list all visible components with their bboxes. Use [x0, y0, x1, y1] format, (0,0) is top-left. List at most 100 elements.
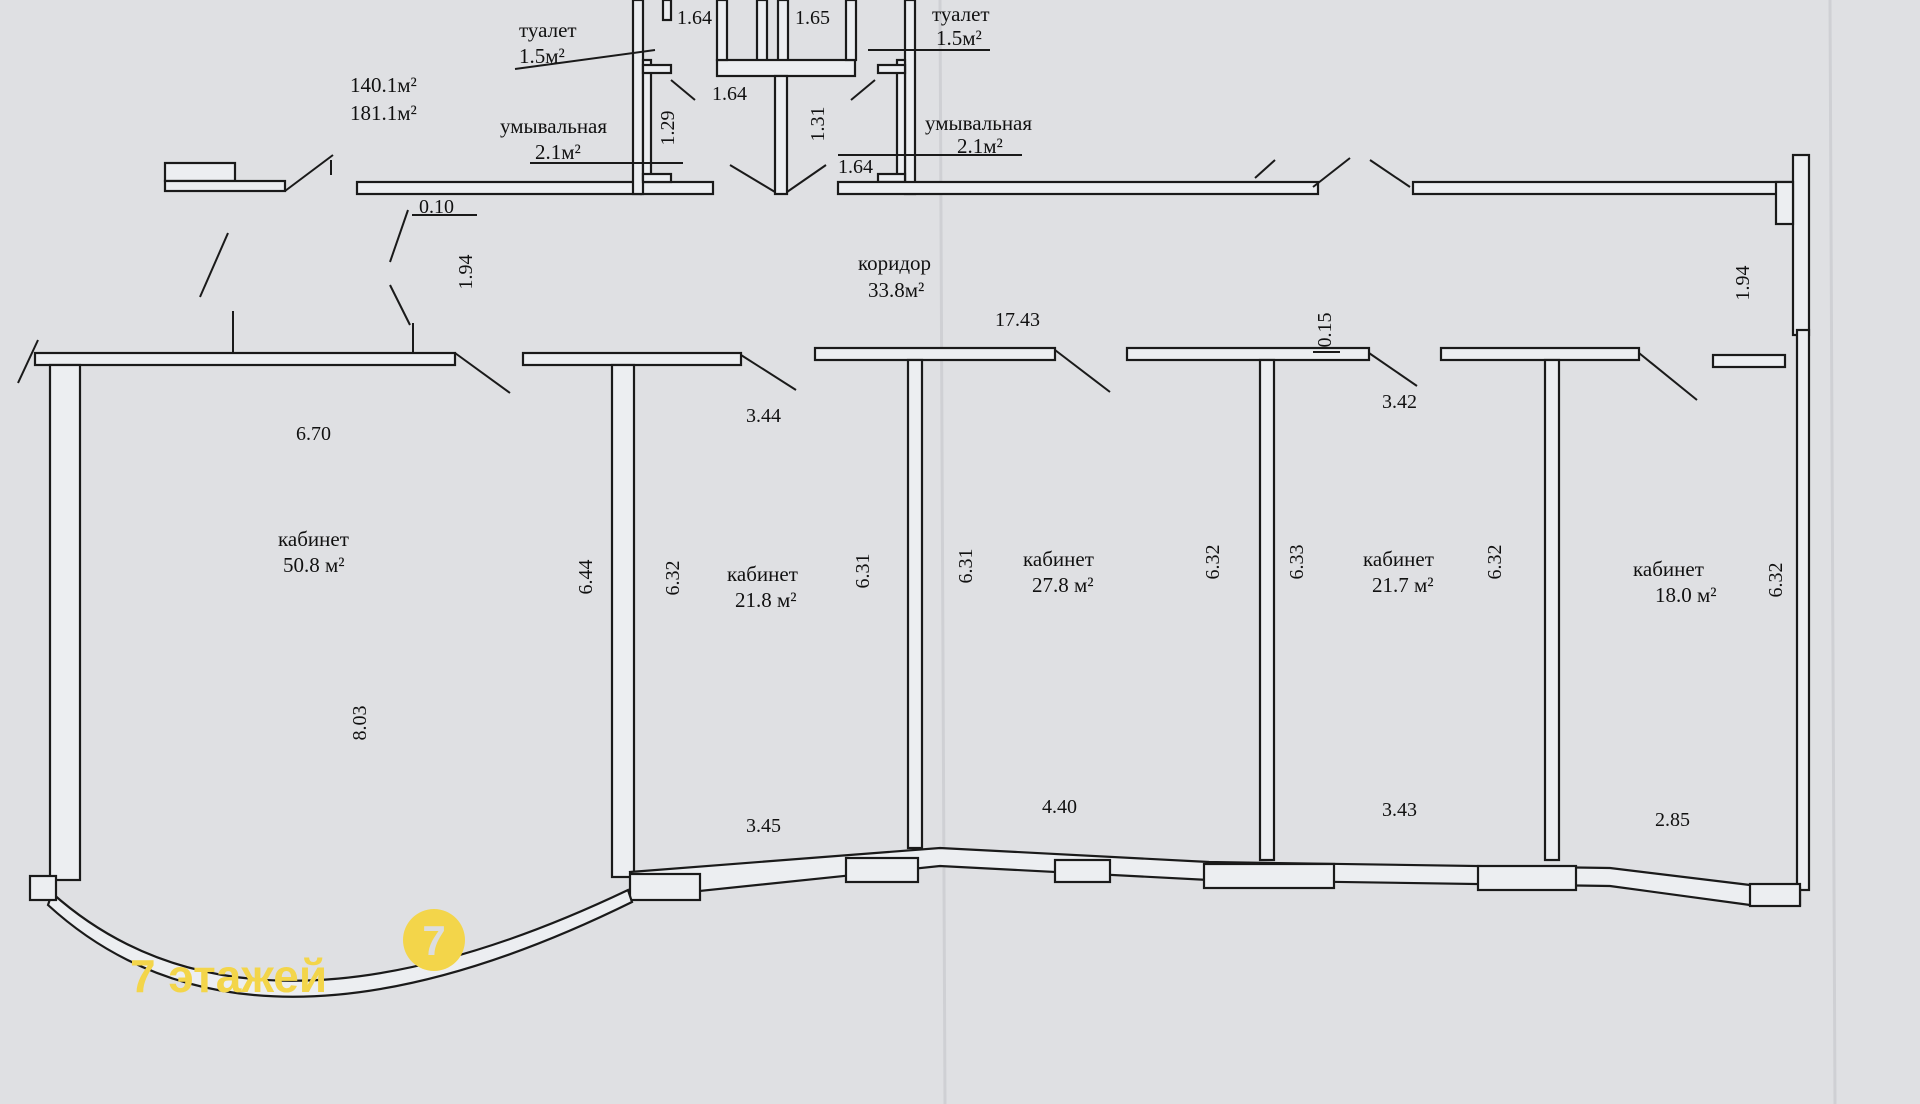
window-pane [1053, 858, 1112, 884]
window-pane [1748, 882, 1802, 908]
door-swing [670, 79, 696, 101]
dim-office-3-bottom: 4.40 [1042, 796, 1077, 818]
wall-segment [163, 179, 287, 193]
door-swing [1369, 159, 1411, 188]
dim-office-5-right: 6.32 [1765, 563, 1787, 598]
wall-segment [776, 0, 790, 64]
wall-segment [610, 363, 636, 879]
window-pane [28, 874, 58, 902]
wall-segment [836, 180, 1320, 196]
wall-segment [355, 180, 643, 196]
door-swing [389, 284, 411, 326]
office-3-area: 27.8 м² [1032, 573, 1094, 597]
door-swing [729, 164, 776, 193]
wall-segment [755, 0, 769, 64]
office-5-name: кабинет [1633, 557, 1704, 581]
washroom-left-name: умывальная [500, 114, 607, 138]
dim-office-1-height: 8.03 [349, 706, 371, 741]
dim-corridor-width-left: 1.94 [455, 255, 477, 290]
office-4-name: кабинет [1363, 547, 1434, 571]
door-swing [1312, 157, 1351, 188]
wall-segment [844, 0, 858, 62]
wall-segment [813, 346, 1057, 362]
wall-segment [1439, 346, 1641, 362]
window-pane [1476, 864, 1578, 892]
window-pane [628, 872, 702, 902]
dim-washroom-left-depth: 1.29 [657, 111, 679, 146]
dim-office-2-top: 3.44 [746, 405, 781, 427]
wall-segment [1795, 328, 1811, 892]
wall-segment [641, 172, 673, 184]
door-swing [740, 354, 797, 391]
wall-segment [1125, 346, 1371, 362]
office-1-area: 50.8 м² [283, 553, 345, 577]
watermark: 7 этажей 7 [130, 909, 465, 1002]
dim-office-5-bottom: 2.85 [1655, 809, 1690, 831]
dim-washroom-right-depth: 1.31 [807, 107, 829, 142]
walls [28, 0, 1811, 998]
wall-segment [661, 0, 673, 22]
dim-washroom-right-width: 1.64 [838, 156, 873, 178]
wall-segment [876, 63, 907, 75]
dim-office-2-left: 6.32 [662, 561, 684, 596]
washroom-right-name: умывальная [925, 111, 1032, 135]
window-pane [844, 856, 920, 884]
wall-segment [876, 172, 907, 184]
watermark-logo-icon [403, 909, 465, 971]
dim-office-4-bottom: 3.43 [1382, 799, 1417, 821]
window-pane [1202, 862, 1336, 890]
toilet-left-area: 1.5м² [519, 44, 565, 68]
office-1-name: кабинет [278, 527, 349, 551]
dim-toilet-left-width: 1.64 [677, 7, 712, 29]
door-swing [17, 339, 39, 384]
office-2-name: кабинет [727, 562, 798, 586]
door-swing [850, 79, 876, 101]
dim-office-3-left: 6.31 [955, 549, 977, 584]
door-swings [17, 49, 1698, 401]
wall-segment [903, 0, 917, 196]
toilet-right-area: 1.5м² [936, 26, 982, 50]
office-5-area: 18.0 м² [1655, 583, 1717, 607]
dim-passage-width: 1.64 [712, 83, 747, 105]
wall-segment [773, 74, 789, 196]
wall-segment [1258, 358, 1276, 862]
dim-toilet-right-width: 1.65 [795, 7, 830, 29]
office-2-area: 21.8 м² [735, 588, 797, 612]
door-swing [1254, 159, 1276, 179]
door-swing [389, 209, 409, 263]
dim-office-2-bottom: 3.45 [746, 815, 781, 837]
door-swing [199, 232, 229, 298]
dim-corridor-length: 17.43 [995, 309, 1040, 331]
toilet-left-name: туалет [519, 18, 577, 42]
door-swing [1368, 352, 1418, 387]
washroom-right-area: 2.1м² [957, 134, 1003, 158]
washroom-left-area: 2.1м² [535, 140, 581, 164]
door-swing [1638, 352, 1698, 401]
total-area-1: 140.1м² [350, 73, 417, 97]
door-swing [1054, 349, 1111, 393]
dim-office-1-left: 6.44 [575, 560, 597, 595]
dim-office-3-right: 6.32 [1202, 545, 1224, 580]
total-area-2: 181.1м² [350, 101, 417, 125]
corridor-area: 33.8м² [868, 278, 924, 302]
wall-segment [521, 351, 743, 367]
office-4-area: 21.7 м² [1372, 573, 1434, 597]
wall-segment [1411, 180, 1795, 196]
wall-segment [1711, 353, 1787, 369]
dim-corridor-width-right: 1.94 [1732, 266, 1754, 301]
dim-office-2-right: 6.31 [852, 554, 874, 589]
office-3-name: кабинет [1023, 547, 1094, 571]
door-swing [284, 154, 334, 192]
toilet-right-name: туалет [932, 2, 990, 26]
watermark-text: 7 этажей [130, 950, 327, 1002]
dim-office-4-top: 3.42 [1382, 391, 1417, 413]
door-swing [454, 352, 511, 394]
dim-office-4-right: 6.32 [1484, 545, 1506, 580]
door-swing [786, 164, 827, 193]
wall-segment [639, 180, 715, 196]
dim-office-1-top: 6.70 [296, 423, 331, 445]
wall-segment [1543, 358, 1561, 862]
wall-segment [33, 351, 457, 367]
dim-wall-step: 0.15 [1314, 313, 1336, 348]
bay-window [46, 888, 634, 998]
